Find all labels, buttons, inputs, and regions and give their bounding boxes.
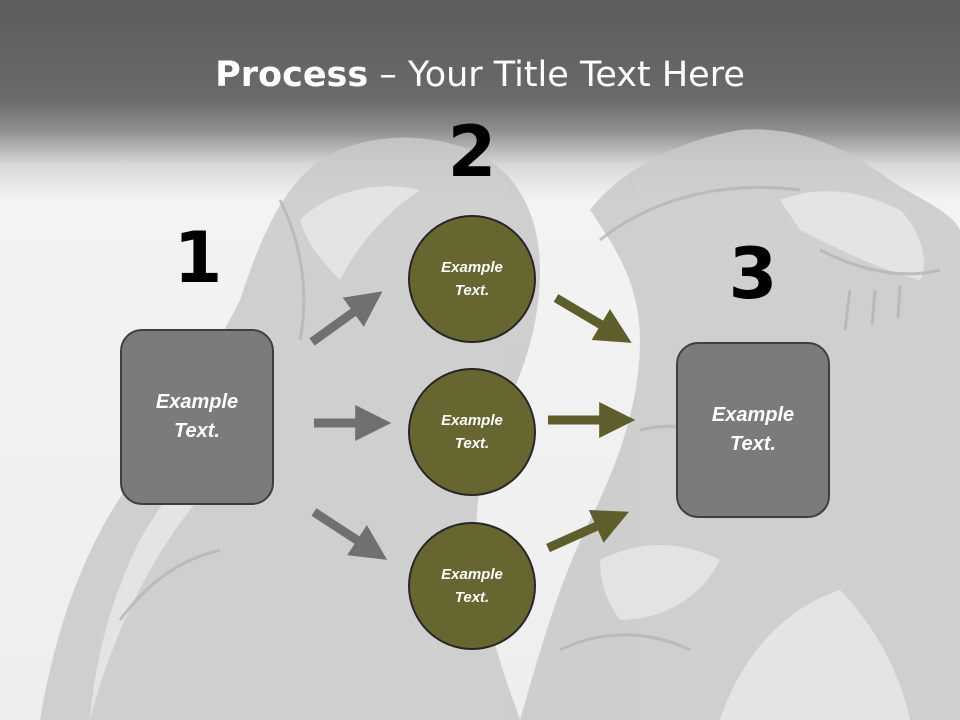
title-bold: Process [215,55,369,95]
process-box-input-label: Example Text. [155,391,239,442]
process-circle-top-label: Example Text. [441,259,503,299]
process-circle-middle: Example Text. [408,368,536,496]
process-circle-top: Example Text. [408,215,536,343]
title-rest: – Your Title Text Here [368,55,745,95]
arrow-icon [553,294,632,343]
step-number-3: 3 [728,233,778,315]
arrow-icon [309,291,383,346]
arrow-icon [311,508,388,560]
step-number-2: 2 [447,111,497,193]
process-box-output-label: Example Text. [711,404,795,455]
process-circle-middle-label: Example Text. [441,412,503,452]
process-box-output: Example Text. [676,342,830,518]
slide-title: Process – Your Title Text Here [0,52,960,98]
step-number-1: 1 [173,217,223,299]
arrow-icon [546,509,629,553]
process-box-input: Example Text. [120,329,274,505]
process-circle-bottom-label: Example Text. [441,566,503,606]
process-circle-bottom: Example Text. [408,522,536,650]
